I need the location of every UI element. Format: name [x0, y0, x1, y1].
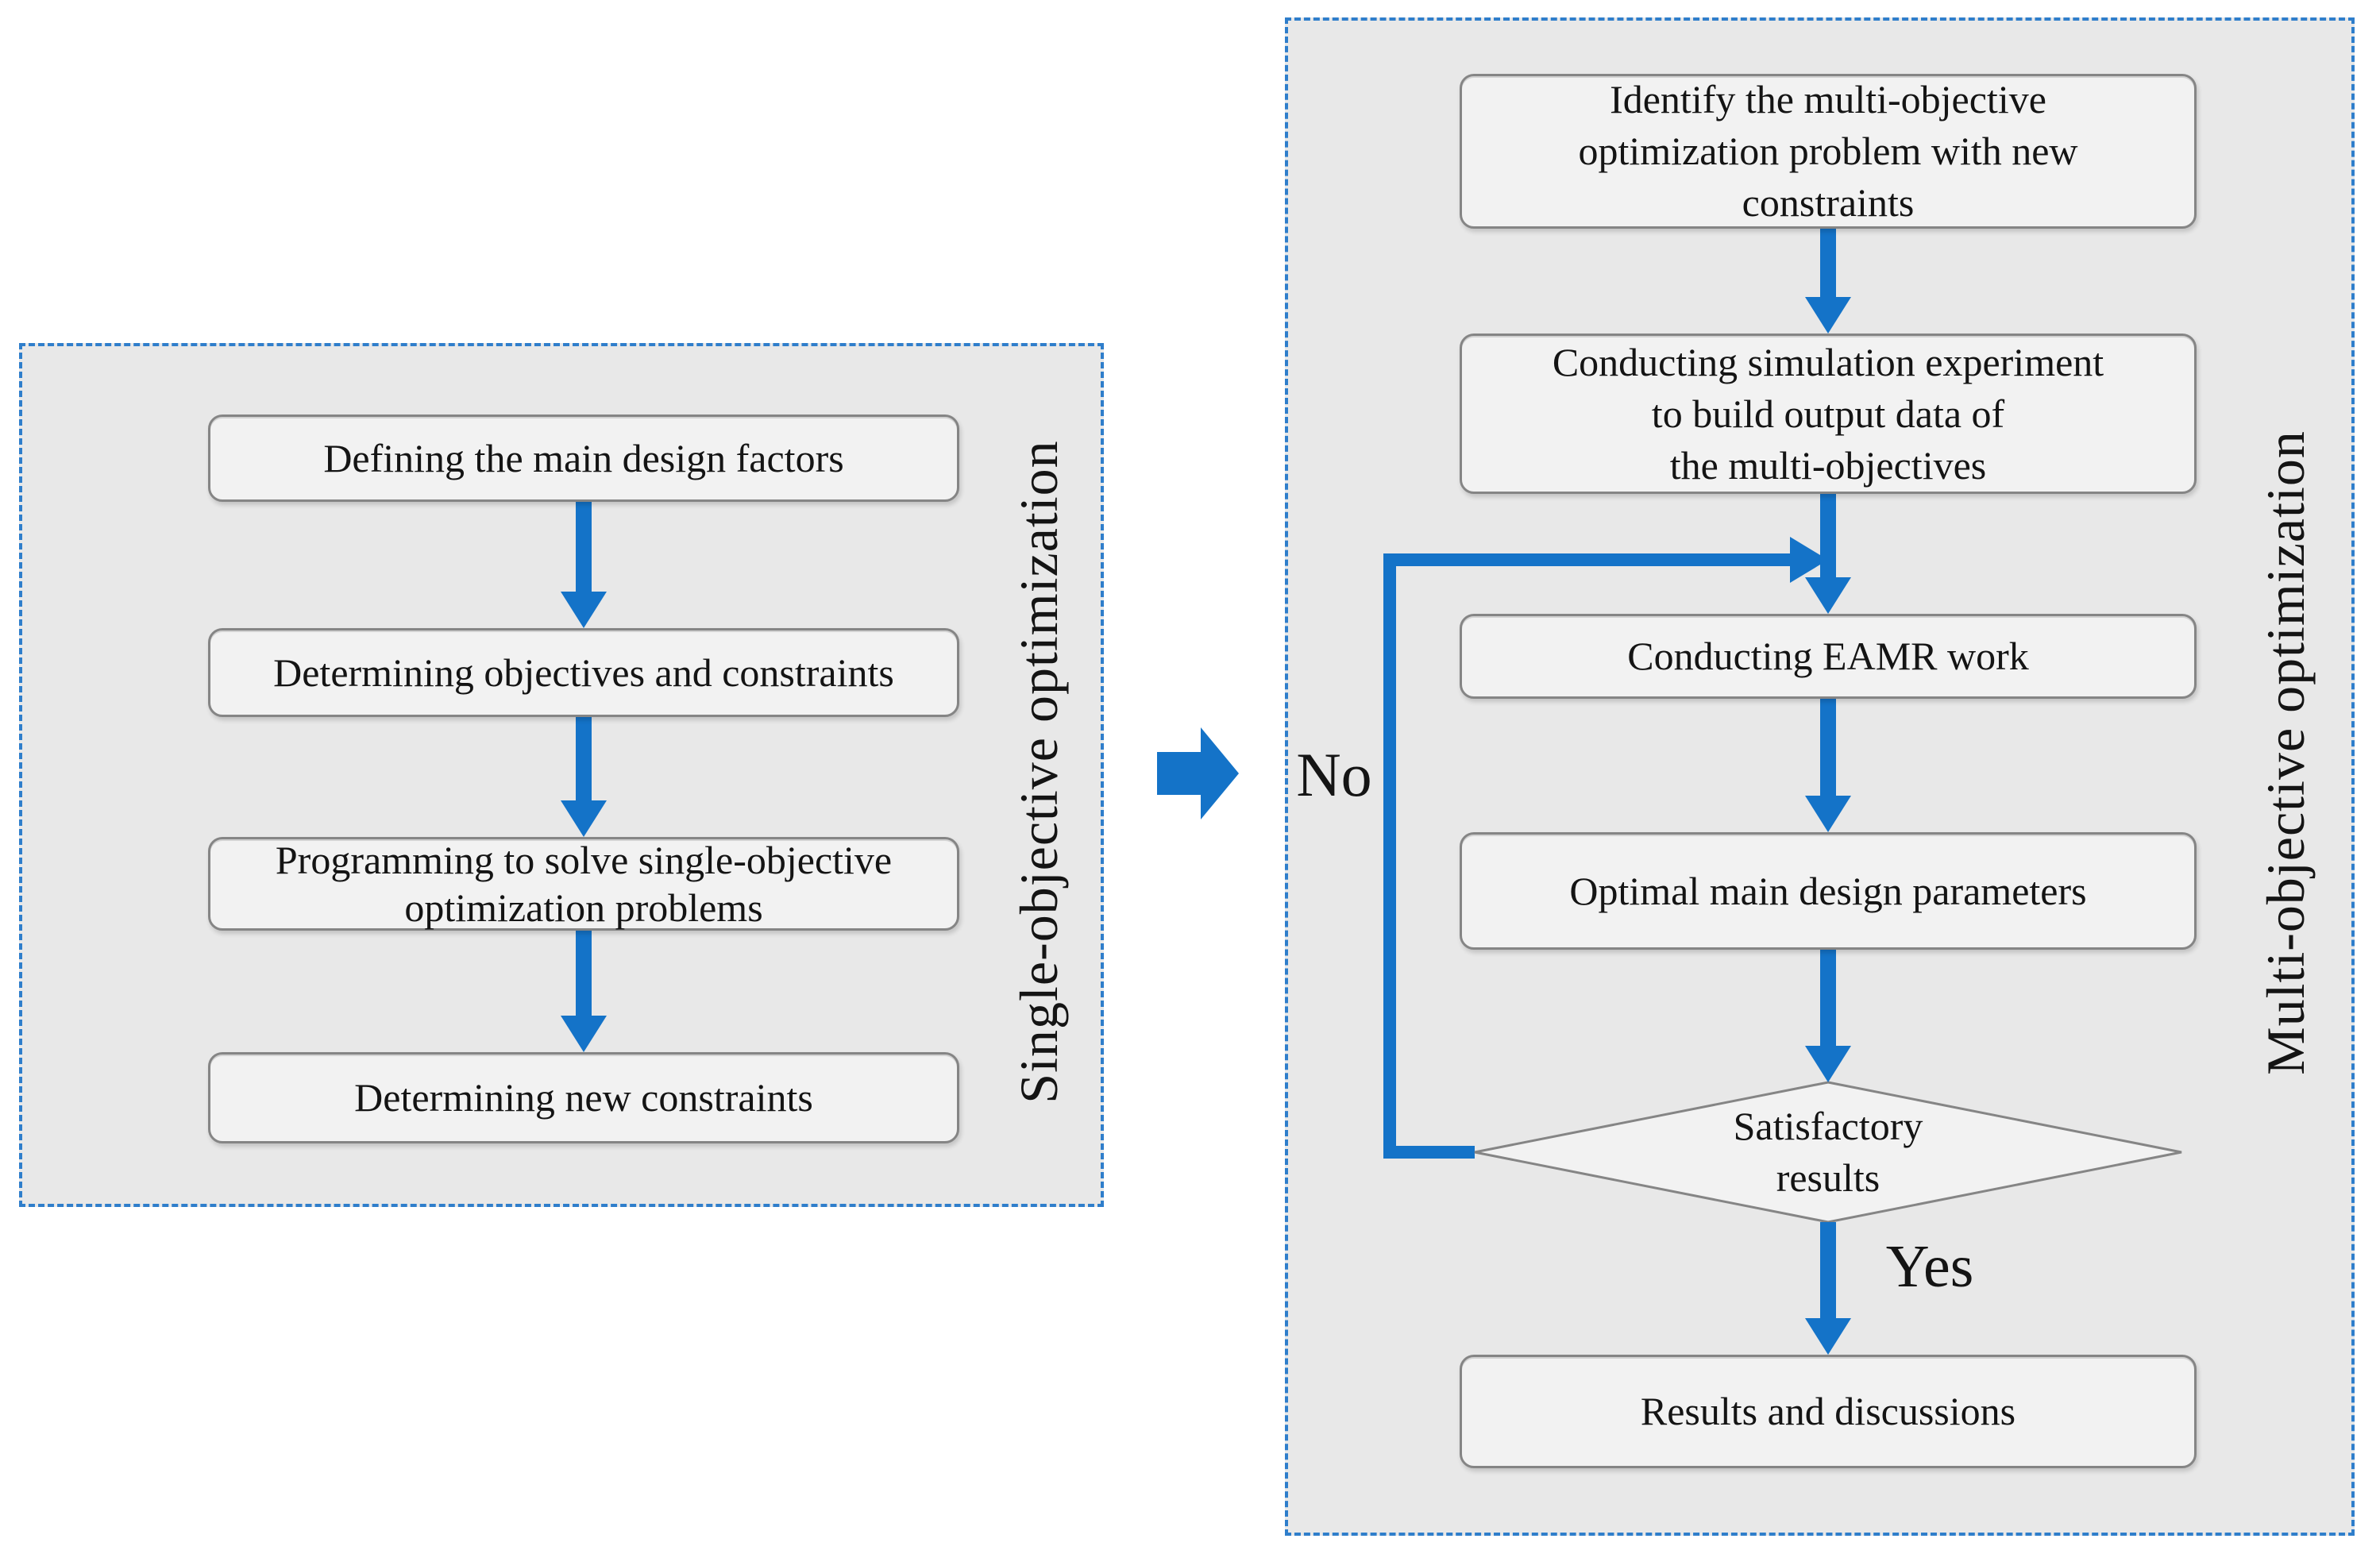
panel-transition-arrow — [1157, 727, 1239, 819]
yes-branch-label: Yes — [1885, 1233, 1974, 1300]
multi-objective-panel — [1285, 17, 2355, 1536]
box-results-and-discussions: Results and discussions — [1460, 1355, 2197, 1468]
box-optimal-main-design-parameters: Optimal main design parameters — [1460, 832, 2197, 950]
box-defining-main-design-factors: Defining the main design factors — [208, 415, 959, 502]
box-conducting-simulation-experiment: Conducting simulation experiment to buil… — [1460, 334, 2197, 494]
box-determining-objectives-constraints: Determining objectives and constraints — [208, 628, 959, 717]
box-conducting-eamr-work: Conducting EAMR work — [1460, 614, 2197, 699]
box-programming-single-objective: Programming to solve single-objective op… — [208, 837, 959, 931]
multi-objective-panel-label: Multi-objective optimization — [2255, 430, 2316, 1075]
single-objective-panel-label: Single-objective optimization — [1008, 440, 1069, 1104]
no-branch-label: No — [1296, 739, 1372, 809]
box-identify-multi-objective-problem: Identify the multi-objective optimizatio… — [1460, 74, 2197, 229]
box-determining-new-constraints: Determining new constraints — [208, 1052, 959, 1143]
decision-diamond-label: Satisfactory results — [1733, 1104, 1923, 1200]
